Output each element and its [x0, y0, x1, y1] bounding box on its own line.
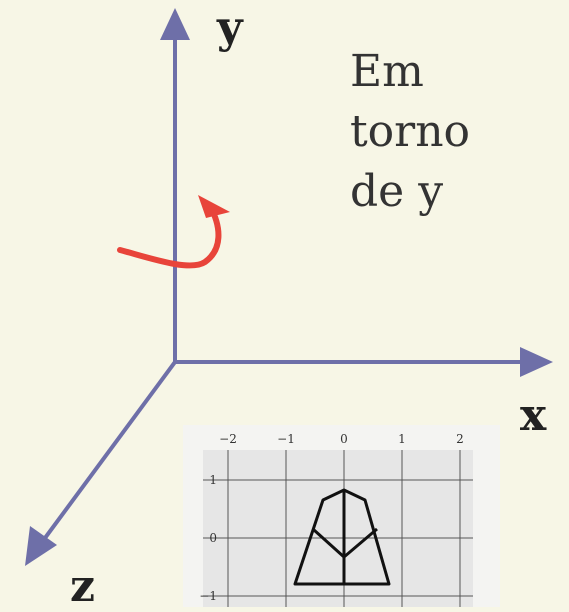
- inset-x-tick: −2: [219, 432, 237, 446]
- rotation-caption: Em torno de y: [350, 42, 470, 222]
- rotation-arrow: [117, 203, 222, 269]
- inset-y-tick: 1: [209, 473, 217, 487]
- inset-grid-svg: −2 −1 0 1 2 1 0 −1: [199, 432, 473, 607]
- inset-x-tick: −1: [277, 432, 295, 446]
- y-axis-arrowhead: [160, 8, 190, 40]
- z-axis-arrowhead: [25, 526, 57, 566]
- caption-line-3: de y: [350, 166, 444, 217]
- z-axis: [43, 360, 177, 540]
- inset-y-tick: 0: [209, 531, 217, 545]
- inset-y-tick: −1: [199, 589, 217, 603]
- z-axis-label: z: [70, 561, 95, 612]
- inset-x-tick: 2: [456, 432, 464, 446]
- inset-x-tick: 0: [340, 432, 348, 446]
- caption-line-2: torno: [350, 106, 471, 157]
- x-axis-label: x: [520, 390, 547, 441]
- inset-grid-background: [203, 450, 473, 607]
- inset-figure: −2 −1 0 1 2 1 0 −1: [183, 425, 500, 607]
- y-axis-label: y: [217, 2, 243, 53]
- caption-line-1: Em: [350, 46, 424, 97]
- inset-shape: [293, 488, 391, 586]
- rotation-arrowhead-icon: [198, 195, 230, 218]
- x-axis-arrowhead: [520, 347, 553, 377]
- inset-x-tick: 1: [398, 432, 406, 446]
